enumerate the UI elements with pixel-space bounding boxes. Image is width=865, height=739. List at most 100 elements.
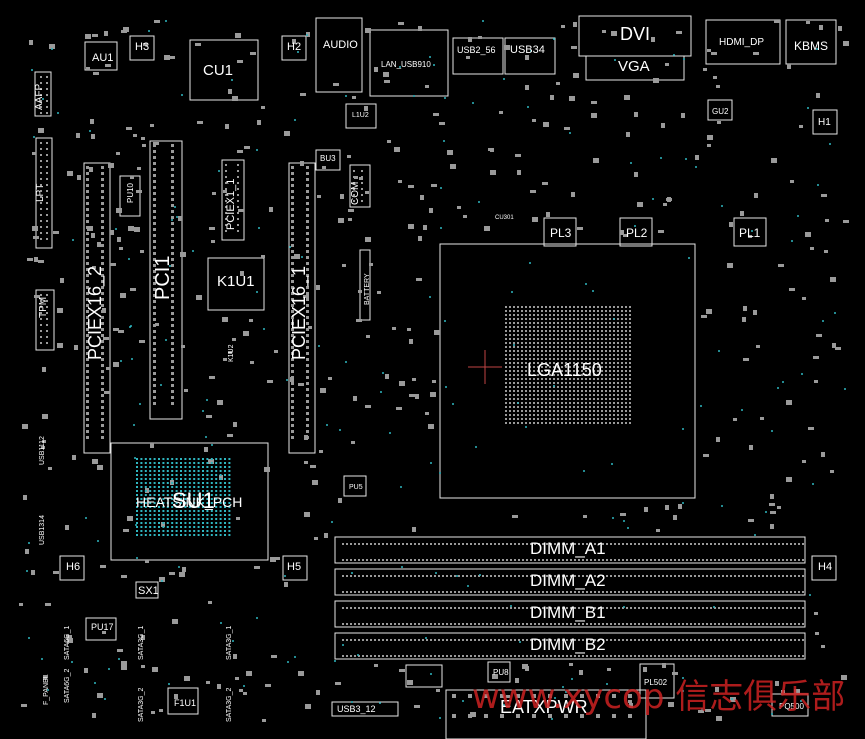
label-h3: H3 <box>135 41 150 53</box>
l1u2-outline <box>345 103 377 129</box>
label-lga1150: LGA1150 <box>527 360 602 380</box>
label-dimm-b2: DIMM_B2 <box>530 635 606 654</box>
label-h1: H1 <box>818 117 831 128</box>
pl3-inductor <box>543 217 577 247</box>
au1-outline <box>84 41 118 71</box>
label-l1u2: L1U2 <box>352 112 369 119</box>
label-dvi: DVI <box>620 24 651 44</box>
label-pu5: PU5 <box>349 484 363 491</box>
pu5-outline <box>343 475 367 497</box>
label-cu1: CU1 <box>203 62 234 79</box>
label-cu301: CU301 <box>495 215 514 221</box>
label-sata6g-2: SATA6G_2 <box>64 668 71 703</box>
cu502-outline <box>405 664 443 688</box>
label-h5: H5 <box>287 561 302 573</box>
label-usb1112: USB1112 <box>39 436 46 465</box>
label-audio: AUDIO <box>323 39 358 51</box>
label-pu10: PU10 <box>126 182 135 203</box>
label-lan-usb910: LAN_USB910 <box>381 60 431 69</box>
tpm-header <box>35 289 55 351</box>
label-gu2: GU2 <box>712 107 729 116</box>
lpt-header <box>35 137 53 249</box>
usb34-jack <box>504 37 556 75</box>
label-bu3: BU3 <box>320 154 336 163</box>
label-sata6g-1: SATA6G_1 <box>64 625 71 660</box>
eatxpwr-connector <box>445 689 647 739</box>
com-header <box>349 164 371 208</box>
label-sata3g-2: SATA3G_2 <box>138 687 145 722</box>
label-k1u1: K1U1 <box>217 273 255 290</box>
label-usb3-12: USB3_12 <box>337 704 376 714</box>
h2-mount <box>281 35 307 61</box>
label-h4: H4 <box>818 561 833 573</box>
pu17-outline <box>85 617 117 641</box>
label-sata3g-1b: SATA3G_1 <box>226 625 233 660</box>
sx1-outline <box>135 581 159 599</box>
label-kbms: KBMS <box>794 39 829 53</box>
vga-connector <box>585 55 685 81</box>
label-pu8: PU8 <box>493 668 509 677</box>
label-usb1314: USB1314 <box>39 515 46 545</box>
label-eatxpwr: EATXPWR <box>500 697 588 717</box>
dimm-b1-slot <box>334 600 806 628</box>
pu8-outline <box>487 661 511 683</box>
pq500-outline <box>771 693 809 717</box>
label-com: COM <box>350 181 361 205</box>
pl1-inductor <box>733 217 767 247</box>
h6-mount <box>59 555 85 581</box>
hdmi-dp-connector <box>705 19 781 65</box>
label-sata3g-2b: SATA3G_2 <box>226 687 233 722</box>
label-sx1: SX1 <box>138 585 159 597</box>
label-usb34: USB34 <box>510 44 545 56</box>
f1u1-outline <box>167 687 199 715</box>
bu3-outline <box>315 149 341 171</box>
label-lpt: LPT <box>35 183 46 202</box>
label-dimm-a2: DIMM_A2 <box>530 571 606 590</box>
label-heatsink-pch: HEATSINK_PCH <box>136 494 243 510</box>
label-su1: SU1 <box>172 488 215 513</box>
label-pciex16-1: PCIEX16_1 <box>289 265 309 360</box>
label-pq500: PQ500 <box>779 702 804 711</box>
cpu-socket-outline <box>439 243 696 499</box>
h4-mount <box>811 555 837 581</box>
label-pl1: PL1 <box>739 226 761 240</box>
h3-mount <box>129 35 155 61</box>
h1-mount <box>812 109 838 135</box>
dimm-a2-slot <box>334 568 806 596</box>
pciex1-1-slot <box>221 159 245 241</box>
kbms-connector <box>785 19 837 65</box>
lan-usb910-jack <box>369 29 449 97</box>
label-dimm-a1: DIMM_A1 <box>530 539 606 558</box>
label-tpm: TPM <box>38 296 49 318</box>
dimm-b2-slot <box>334 632 806 660</box>
label-vga: VGA <box>618 58 650 75</box>
label-f-panel: F_PANEL <box>43 674 50 705</box>
audio-jack <box>315 17 363 93</box>
pl502-inductor <box>639 663 675 699</box>
cu1-outline <box>189 39 259 101</box>
pciex16-2-slot <box>83 162 111 454</box>
label-pl2: PL2 <box>626 226 648 240</box>
h5-mount <box>282 555 308 581</box>
gu2-outline <box>707 99 733 121</box>
label-usb2-56: USB2_56 <box>457 45 496 55</box>
label-sata3g-1: SATA3G_1 <box>138 625 145 660</box>
label-k1u2: K1U2 <box>228 344 235 362</box>
label-hdmi-dp: HDMI_DP <box>719 37 765 48</box>
label-pciex1-1: PCIEX1_1 <box>225 178 237 230</box>
watermark: www.xycop 信志俱乐部 <box>472 677 846 717</box>
k1u1-outline <box>207 257 265 311</box>
usb3-12-header <box>331 701 399 717</box>
label-h6: H6 <box>66 561 81 573</box>
label-dimm-b1: DIMM_B1 <box>530 603 606 622</box>
pch-outline <box>110 442 269 561</box>
label-pl3: PL3 <box>550 226 572 240</box>
label-pciex16-2: PCIEX16_2 <box>85 265 105 360</box>
label-battery: BATTERY <box>364 273 371 305</box>
label-pci1: PCI1 <box>152 255 174 300</box>
label-au1: AU1 <box>92 52 114 64</box>
pci1-slot <box>149 140 183 420</box>
label-h2: H2 <box>287 41 302 53</box>
label-f1u1: F1U1 <box>174 698 197 708</box>
